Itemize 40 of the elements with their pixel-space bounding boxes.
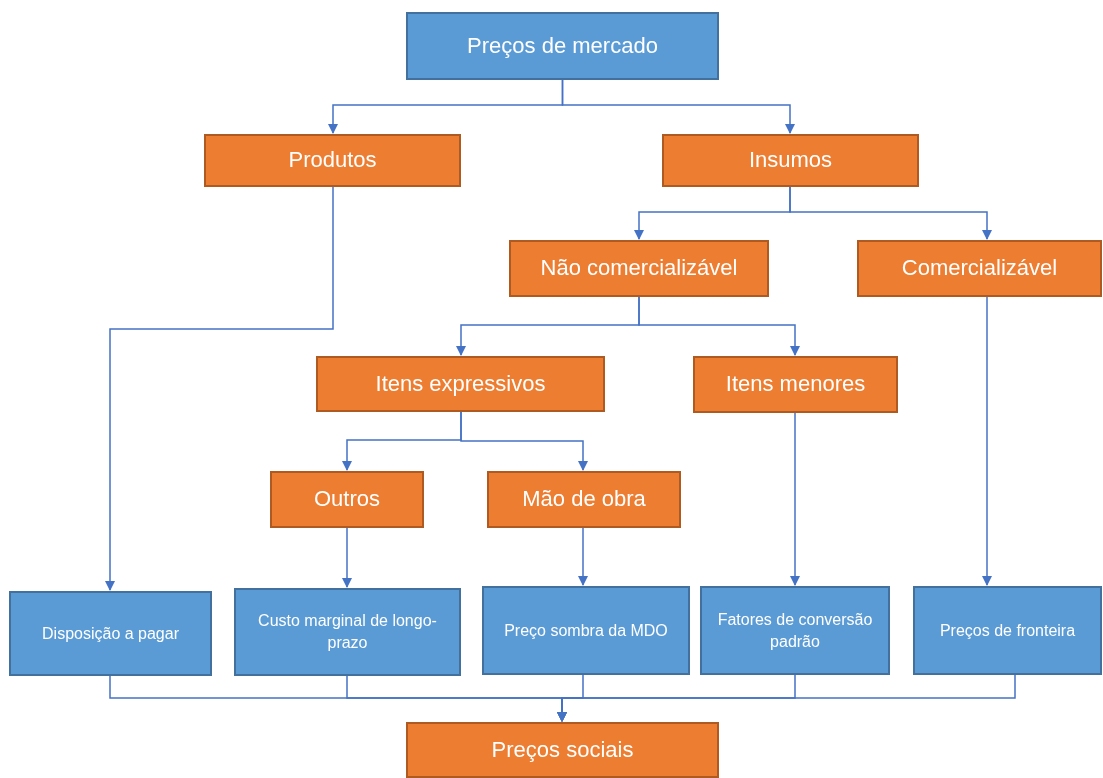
node-label: Insumos [748,146,833,175]
process-box [316,356,605,412]
node-label: Disposição a pagar [42,623,179,644]
process-box [509,240,769,297]
node-label: Comercializável [901,254,1058,283]
process-box [406,722,719,778]
node-label: Itens expressivos [375,369,546,398]
process-box [857,240,1102,297]
arrow [638,296,800,356]
node-label: Mão de obra [522,485,646,514]
process-box [913,586,1102,675]
node-label: Outros [314,485,380,514]
process-box [9,591,212,676]
arrow [982,296,992,586]
node-label: Preço sombra da MDO [504,620,668,641]
node-label: Fatores de conversão padrão [716,609,874,652]
process-box [487,471,681,528]
process-box [482,586,690,675]
process-box [204,134,461,187]
arrow [105,186,334,591]
node-label: Preços sociais [491,735,634,764]
arrow [557,674,1016,722]
node-label: Custo marginal de longo-prazo [257,611,438,653]
arrow [342,527,352,588]
arrow [578,527,588,586]
process-box [700,586,890,675]
process-box [234,588,461,676]
arrow [789,186,992,240]
arrow [790,412,800,586]
arrow [460,411,588,471]
node-label: Não comercializável [540,254,738,283]
process-box [662,134,919,187]
node-label: Produtos [288,146,377,175]
process-box [693,356,898,413]
arrow [561,79,795,134]
process-box [270,471,424,528]
process-box [406,12,719,80]
node-label: Preços de mercado [467,31,658,60]
node-label: Itens menores [725,370,866,399]
node-label: Preços de fronteira [939,620,1076,641]
